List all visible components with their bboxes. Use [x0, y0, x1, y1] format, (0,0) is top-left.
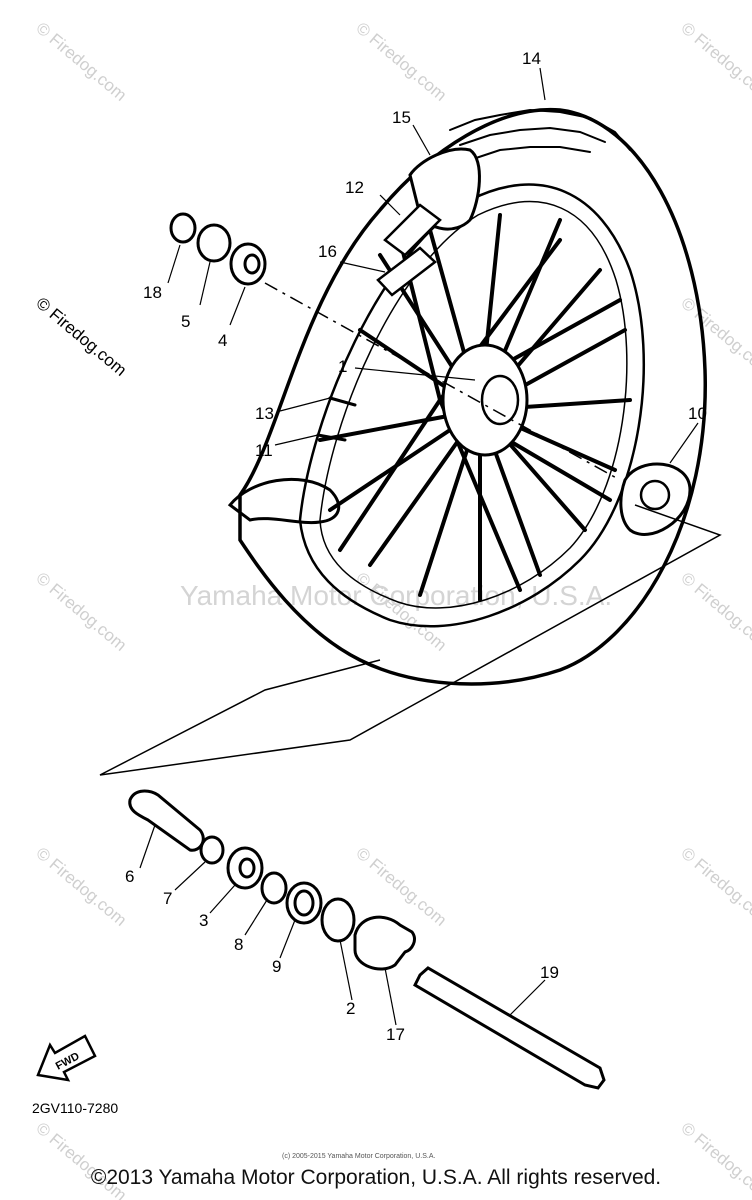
bearing-3-inner — [238, 857, 256, 879]
callout-4: 4 — [218, 331, 227, 350]
watermark: © Firedog.com — [677, 294, 752, 380]
callout-14: 14 — [522, 49, 541, 68]
hub-cover-center — [639, 479, 671, 511]
rim-band-strip — [376, 246, 437, 297]
small-copyright: (c) 2005-2015 Yamaha Motor Corporation, … — [282, 1153, 435, 1160]
axle-19 — [413, 966, 606, 1090]
seal-2 — [320, 897, 356, 943]
callout-6: 6 — [125, 867, 134, 886]
tire-tread — [449, 108, 631, 161]
hub-center — [480, 374, 520, 426]
watermark: © Firedog.com — [32, 19, 130, 105]
diagram-code: 2GV110-7280 — [32, 1100, 118, 1116]
watermark: © Firedog.com — [352, 19, 450, 105]
callout-12: 12 — [345, 178, 364, 197]
watermark: © Firedog.com — [677, 844, 752, 930]
callout-5: 5 — [181, 312, 190, 331]
callout-16: 16 — [318, 242, 337, 261]
callout-1: 1 — [338, 357, 347, 376]
callouts: 14 15 12 16 18 5 4 1 13 11 10 6 7 3 8 9 … — [125, 49, 707, 1044]
callout-19: 19 — [540, 963, 559, 982]
callout-3: 3 — [199, 911, 208, 930]
watermark: © Firedog.com — [32, 569, 130, 655]
watermark: © Firedog.com — [677, 19, 752, 105]
callout-11: 11 — [255, 441, 273, 460]
leader-lines — [139, 67, 699, 1026]
callout-18: 18 — [143, 283, 162, 302]
fwd-arrow: FWD — [36, 1034, 97, 1082]
rim-band — [383, 203, 442, 257]
callout-7: 7 — [163, 889, 172, 908]
center-watermark: Yamaha Motor Corporation, U.S.A. — [180, 580, 612, 611]
tire-outline — [238, 107, 707, 686]
callout-8: 8 — [234, 935, 243, 954]
meter-gear-17 — [353, 915, 416, 971]
watermark: © Firedog.com — [677, 569, 752, 655]
bearing-4-inner — [243, 253, 261, 275]
watermark: © Firedog.com — [352, 844, 450, 930]
hub-cover — [619, 462, 692, 536]
spoke — [316, 433, 347, 442]
callout-10: 10 — [688, 404, 707, 423]
oil-seal-7 — [199, 835, 225, 865]
upper-bearings — [169, 212, 267, 286]
clutch-8 — [260, 871, 288, 905]
oil-seal-9-inner — [293, 889, 315, 917]
watermark: © Firedog.com — [32, 844, 130, 930]
callout-15: 15 — [392, 108, 411, 127]
callout-17: 17 — [386, 1025, 405, 1044]
oil-seal-5 — [196, 223, 232, 263]
axis-lines — [99, 282, 722, 776]
callout-9: 9 — [272, 957, 281, 976]
spoke-nipple — [328, 396, 357, 407]
spacer-6 — [128, 789, 205, 852]
lower-parts — [128, 789, 606, 1090]
callout-13: 13 — [255, 404, 274, 423]
copyright-footer: ©2013 Yamaha Motor Corporation, U.S.A. A… — [90, 1166, 662, 1189]
callout-2: 2 — [346, 999, 355, 1018]
front-wheel-drawing — [227, 107, 707, 686]
fwd-arrow-shape — [36, 1034, 97, 1082]
watermark-dark: © Firedog.com — [32, 294, 130, 380]
collar-18 — [169, 212, 197, 244]
tire-cutaway — [227, 477, 341, 525]
